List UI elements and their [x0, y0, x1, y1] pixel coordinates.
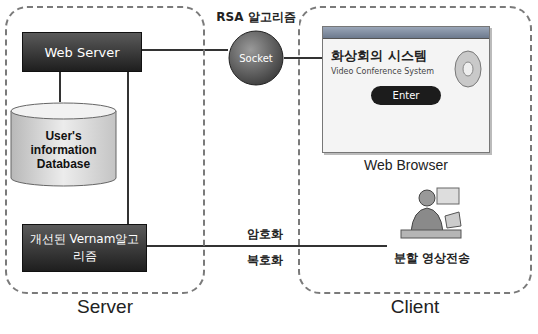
- box-text: Web Server: [44, 45, 119, 60]
- browser-caption: Web Browser: [313, 157, 499, 173]
- edge-label: 암호화: [244, 226, 286, 243]
- connector-line: [59, 72, 61, 102]
- server-region: ServerWeb ServerUser's information Datab…: [5, 6, 205, 294]
- person-icon: [387, 182, 477, 244]
- client-user: 분할 영상전송: [387, 182, 477, 272]
- user-caption: 분할 영상전송: [379, 250, 485, 267]
- button-row: Enter: [331, 84, 481, 105]
- region-title: Client: [300, 296, 530, 318]
- algorithm-label: RSA 알고리즘: [213, 9, 298, 26]
- socket-text: Socket: [239, 53, 272, 64]
- web-server-box: Web Server: [22, 32, 142, 72]
- database-text: User's information Database: [10, 115, 117, 175]
- enter-button: Enter: [371, 86, 442, 105]
- box-text: 개선된 Vernam알고리즘: [29, 231, 140, 265]
- connector-line: [284, 57, 322, 59]
- title-bar: [323, 27, 489, 39]
- window-content: 화상회의 시스템 Video Conference SystemEnter: [323, 39, 489, 111]
- client-region: Client화상회의 시스템Video Conference SystemEnt…: [298, 6, 532, 294]
- connector-line: [142, 49, 228, 51]
- window-heading: 화상회의 시스템: [331, 47, 481, 65]
- socket-circle: Socket: [228, 30, 284, 86]
- vernam-box: 개선된 Vernam알고리즘: [22, 224, 147, 272]
- connector-line: [147, 245, 387, 247]
- connector-line: [127, 72, 129, 224]
- region-title: Server: [7, 296, 203, 318]
- decrypt-label: 복호화: [244, 252, 286, 269]
- browser-window: 화상회의 시스템Video Conference SystemEnterWeb …: [322, 26, 490, 153]
- window-subtitle: Video Conference System: [331, 67, 481, 76]
- disc-icon: [451, 49, 485, 89]
- database-cylinder: User's information Database: [10, 102, 117, 187]
